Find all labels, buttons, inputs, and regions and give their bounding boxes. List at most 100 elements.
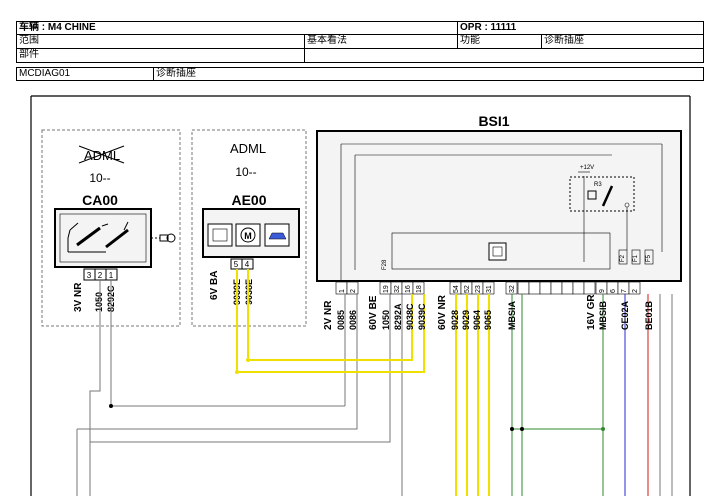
bsi-wire-color-b: 60V BE [368, 295, 379, 330]
bsi-wire-0086: 0086 [348, 310, 358, 330]
bsi-wire-8292a: 8292A [393, 303, 403, 330]
wire [110, 280, 345, 407]
relay-contact-icon [601, 185, 614, 207]
bsi-wire-9028: 9028 [450, 310, 460, 330]
bsi-pin-cell [517, 281, 530, 295]
bsi-wire-0085: 0085 [336, 310, 346, 330]
bsi-pin-label: 2 [350, 289, 357, 293]
fuse-f1: F1 [633, 254, 639, 262]
relay-coil-icon [587, 190, 597, 200]
bsi-pin-label: 6 [610, 289, 617, 293]
ref-name: 诊断插座 [153, 68, 705, 80]
bsi-title: BSI1 [478, 113, 509, 129]
svg-text:M: M [244, 231, 252, 241]
header-row-part: 部件 [16, 49, 704, 63]
bsi-wire-be01b: BE01B [644, 300, 654, 330]
ae00-pin-4: 4 [245, 260, 250, 269]
bsi-pin-cell [528, 281, 541, 295]
bsi-pin-label: 54 [453, 285, 460, 293]
bsi-pin-label: 52 [464, 285, 471, 293]
relay-label: R3 [594, 182, 602, 188]
bsi-pin-cell [550, 281, 563, 295]
bsi-wire-1050: 1050 [381, 310, 391, 330]
bsi-wire-9029: 9029 [461, 310, 471, 330]
wires [76, 269, 673, 496]
wire [77, 294, 358, 430]
wire-junction [601, 427, 605, 431]
bsi-pin-cell [346, 281, 359, 295]
ca00-wire-color: 3V NR [73, 282, 84, 312]
fuse-f2: F2 [620, 254, 626, 262]
ca00-wire-1050: 1050 [94, 292, 104, 312]
bsi-pin-label: 31 [486, 285, 493, 293]
bsi-pin-label: 23 [475, 285, 482, 293]
part-empty-cell [304, 49, 457, 62]
bsi-pin-label: 9 [599, 289, 606, 293]
ca00-strike-line-2 [78, 145, 125, 164]
ae00-code: AE00 [231, 192, 266, 208]
bsi-wire-ce02a: CE02A [620, 300, 630, 330]
bsi-pin-cell [539, 281, 552, 295]
bsi-inner-label: F28 [382, 259, 388, 270]
bsi-pin-label: 7 [621, 289, 628, 293]
bsi-wire-mbsib: MBSIB [598, 301, 608, 331]
bsi-pin-cell [412, 281, 425, 295]
wire-junction [235, 370, 239, 374]
bsi-pin-label: 16 [405, 285, 412, 293]
ae00-label: ADML [230, 141, 266, 156]
ae00-pin-5: 5 [234, 260, 239, 269]
function-value: 诊断插座 [541, 35, 705, 48]
ca00-pin-2: 2 [98, 271, 103, 280]
bsi-pin-label: 32 [509, 285, 516, 293]
bsi-wire-color-c: 60V NR [437, 294, 448, 330]
ca00-pin-1: 1 [109, 271, 114, 280]
scope-label: 范围 [19, 35, 39, 46]
bsi-wire-color-e: 16V GR [586, 294, 597, 330]
wire-junction [109, 404, 113, 408]
bsi-inner-block [391, 232, 611, 270]
bsi-wire-9039c: 9039C [417, 303, 427, 330]
bsi-pin-cell [628, 281, 641, 295]
part-label: 部件 [19, 49, 39, 60]
ref-code: MCDIAG01 [19, 68, 71, 79]
bsi-pin-label: 1 [339, 289, 346, 293]
basic-view-label: 基本看法 [304, 35, 457, 48]
header-row-ref: MCDIAG01 诊断插座 [16, 67, 704, 81]
relay-r3-box [569, 176, 635, 212]
wire [90, 294, 391, 443]
bsi-pin-label: 18 [416, 285, 423, 293]
header-row-vehicle: 车辆 : M4 CHINE OPR : 11111 [16, 21, 704, 35]
key-icon [151, 233, 176, 243]
bsi-pin-cell [561, 281, 574, 295]
bsi-supply-label: +12V [580, 165, 594, 171]
bsi-pin-label: 32 [394, 285, 401, 293]
wire [89, 280, 101, 496]
vehicle-label: 车辆 : M4 CHINE [19, 22, 96, 33]
ae00-rev: 10-- [235, 165, 256, 179]
ca00-rev: 10-- [89, 171, 110, 185]
ca00-body [54, 208, 152, 268]
bsi-wire-mbsia: MBSIA [507, 301, 517, 331]
motor-icon [235, 223, 261, 247]
bsi-wire-9064: 9064 [472, 310, 482, 330]
bsi-wire-color-a: 2V NR [323, 300, 334, 330]
wire-junction [246, 358, 250, 362]
header-row-scope: 范围 基本看法 功能 诊断插座 [16, 35, 704, 49]
fuse-f5: F5 [646, 254, 652, 262]
ca00-inner [59, 213, 147, 263]
bsi-wire-9065: 9065 [483, 310, 493, 330]
ecu-icon [207, 223, 233, 247]
function-label: 功能 [457, 35, 541, 48]
wire [236, 269, 425, 373]
opr-label: OPR : 11111 [457, 22, 705, 34]
ca00-pin-3: 3 [87, 271, 92, 280]
wire-junction [520, 427, 524, 431]
bsi-pin-cell [583, 281, 596, 295]
bsi-pin-label: 2 [632, 289, 639, 293]
wire [247, 269, 413, 361]
ae00-wire-color: 6V BA [209, 271, 220, 300]
wire-junction [510, 427, 514, 431]
ca00-code: CA00 [82, 192, 118, 208]
